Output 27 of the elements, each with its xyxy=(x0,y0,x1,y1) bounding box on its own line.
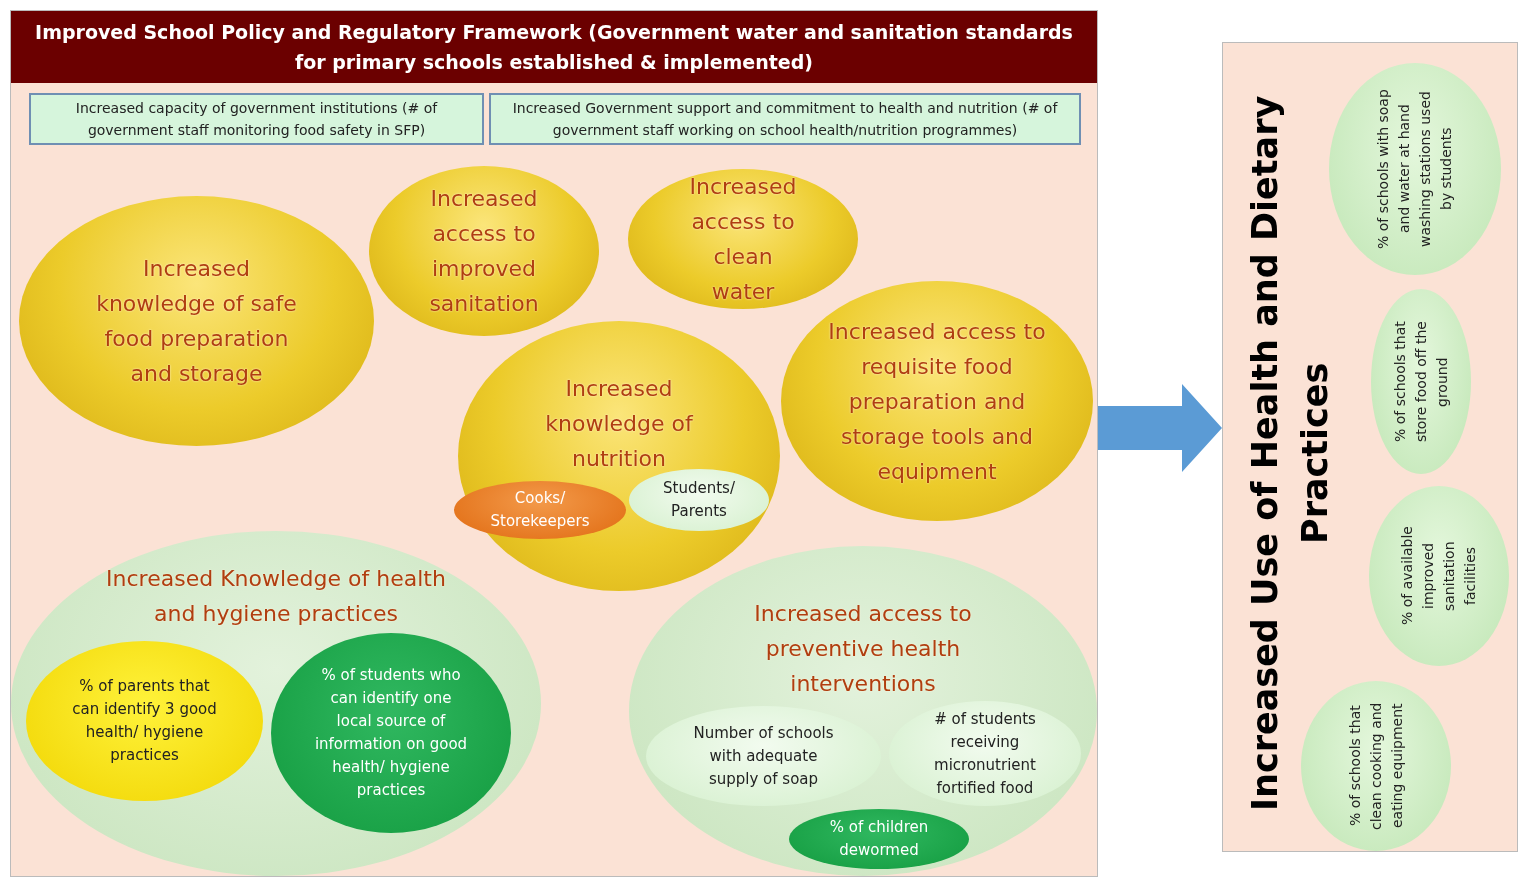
block-arrow xyxy=(1098,384,1222,472)
outcome-text: Increased access to requisite food preparation and storage tools and equipment xyxy=(827,317,1047,486)
outcome-text: Increased Knowledge of health and hygiene practices xyxy=(105,565,447,628)
title-banner: Improved School Policy and Regulatory Framework (Government water and sanitation standards for primary schools established & implemented) xyxy=(11,11,1097,83)
indicator-text: % of parents that can identify 3 good health/ hygiene practices xyxy=(71,676,218,766)
outcome-text: Increased access to preventive health interventions xyxy=(753,600,973,698)
indicator-text: % of available improved sanitation facilities xyxy=(1398,525,1479,628)
panel-heading: Increased Use of Health and Dietary Practices xyxy=(1244,94,1336,813)
outcome-text: Increased knowledge of safe food preparation and storage xyxy=(95,255,298,388)
indicator-text: Increased capacity of government institutions (# of government staff monitoring food safety in SFP) xyxy=(74,99,439,140)
indicator-text: % of schools that store food off the ground xyxy=(1390,320,1451,444)
group-text: Students/ Parents xyxy=(662,478,736,522)
outcome-text: Increased access to improved sanitation xyxy=(428,185,540,318)
indicator-text: Number of schools with adequate supply of soap xyxy=(692,722,835,790)
group-text: Cooks/ Storekeepers xyxy=(489,488,591,532)
framework-panel xyxy=(10,10,1098,877)
indicator-text: # of students receiving micronutrient fortified food xyxy=(933,708,1037,799)
outcome-text: Increased access to clean water xyxy=(688,173,798,306)
indicator-box xyxy=(489,93,1081,145)
indicator-text: Increased Government support and commitment to health and nutrition (# of government staff working on school health/nutrition programmes) xyxy=(511,99,1059,140)
indicator-text: % of children dewormed xyxy=(828,817,930,861)
outcome-text: Increased knowledge of nutrition xyxy=(544,375,695,473)
indicator-text: % of schools that clean cooking and eating equipment xyxy=(1345,701,1406,831)
indicator-box xyxy=(29,93,484,145)
indicator-text: % of schools with soap and water at hand washing stations used by students xyxy=(1374,89,1455,249)
result-panel xyxy=(1222,42,1518,852)
indicator-text: % of students who can identify one local source of information on good health/ hygiene practices xyxy=(313,665,469,801)
